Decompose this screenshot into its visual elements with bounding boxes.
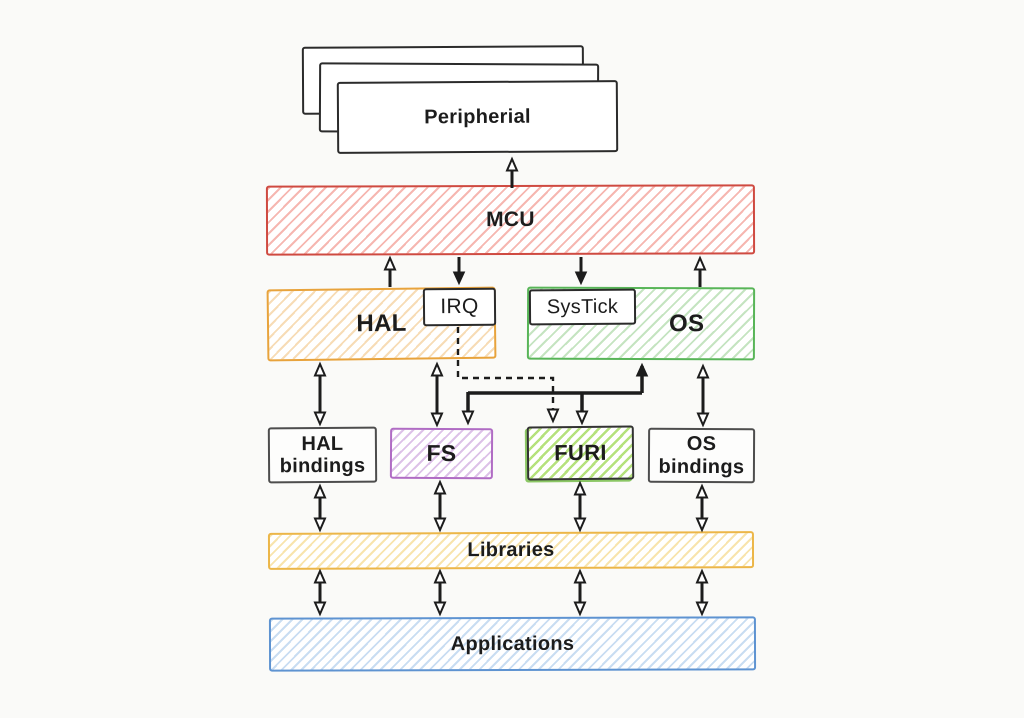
mcu-box: MCU (265, 184, 756, 256)
mcu-label: MCU (486, 207, 535, 232)
irq-box: IRQ (422, 287, 497, 327)
libraries-label: Libraries (467, 538, 555, 562)
os-label: OS (668, 309, 705, 337)
hal-bindings-box: HAL bindings (267, 426, 378, 484)
furi-box: FURI (526, 425, 635, 481)
applications-label: Applications (450, 632, 575, 655)
systick-label: SysTick (546, 295, 619, 318)
os-bindings-box: OS bindings (647, 427, 756, 484)
furi-label: FURI (554, 439, 607, 466)
fs-box: FS (389, 427, 494, 480)
applications-box: Applications (268, 616, 757, 672)
hal-bindings-label: HAL bindings (279, 432, 366, 478)
libraries-box: Libraries (267, 531, 755, 570)
os-bindings-label: OS bindings (658, 433, 745, 478)
peripherial-box: Peripherial (336, 80, 619, 154)
irq-label: IRQ (440, 294, 479, 319)
fs-label: FS (426, 439, 457, 467)
hal-label: HAL (356, 309, 407, 338)
systick-box: SysTick (528, 288, 637, 326)
peripherial-label: Peripherial (424, 105, 531, 128)
